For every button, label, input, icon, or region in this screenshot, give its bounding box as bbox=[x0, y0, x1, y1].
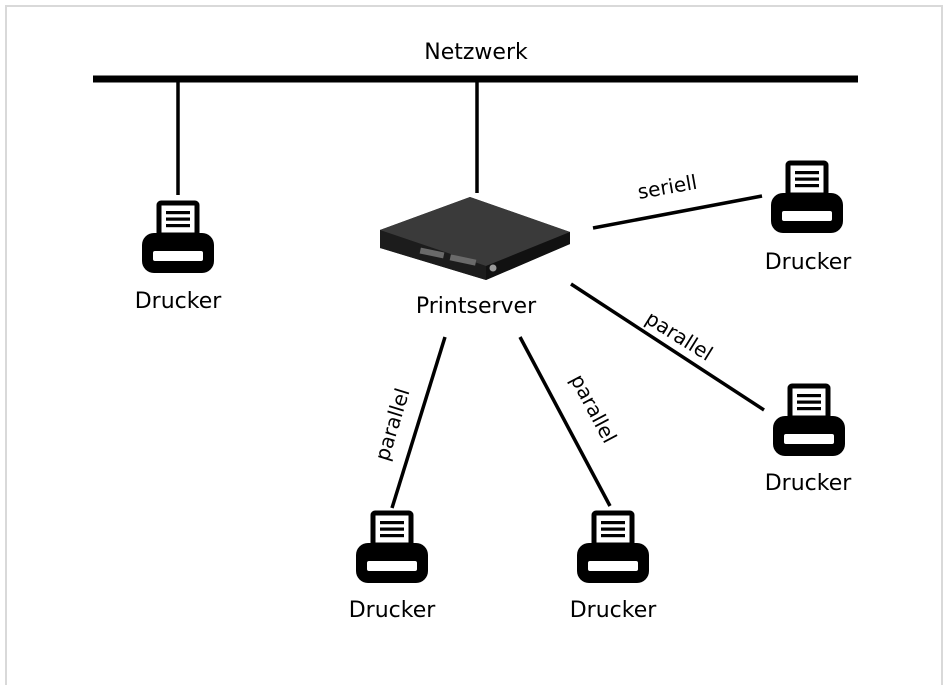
connection-parallel-bottom-right bbox=[518, 336, 612, 507]
printer-label: Drucker bbox=[349, 598, 437, 623]
network-label: Netzwerk bbox=[424, 40, 528, 65]
printer-icon bbox=[356, 513, 428, 583]
connection-parallel-right bbox=[570, 282, 765, 412]
printer-icon bbox=[142, 203, 214, 273]
printer-label: Drucker bbox=[135, 289, 223, 314]
printer-parallel-right: Drucker bbox=[765, 386, 853, 496]
printer-label: Drucker bbox=[570, 598, 658, 623]
printer-icon bbox=[771, 163, 843, 233]
printer-left: Drucker bbox=[135, 203, 223, 314]
printer-label: Drucker bbox=[765, 471, 853, 496]
connection-parallel-bottom-left bbox=[390, 336, 447, 509]
diagram-frame bbox=[5, 5, 943, 685]
printer-parallel-bottom-right: Drucker bbox=[570, 513, 658, 623]
printer-icon bbox=[577, 513, 649, 583]
printer-label: Drucker bbox=[765, 250, 853, 275]
connection-serial bbox=[592, 194, 763, 230]
printserver-device bbox=[380, 197, 570, 280]
printer-icon bbox=[773, 386, 845, 456]
connection-label-serial: seriell bbox=[636, 170, 699, 204]
printer-serial: Drucker bbox=[765, 163, 853, 275]
printer-parallel-bottom-left: Drucker bbox=[349, 513, 437, 623]
printserver-label: Printserver bbox=[416, 294, 537, 319]
